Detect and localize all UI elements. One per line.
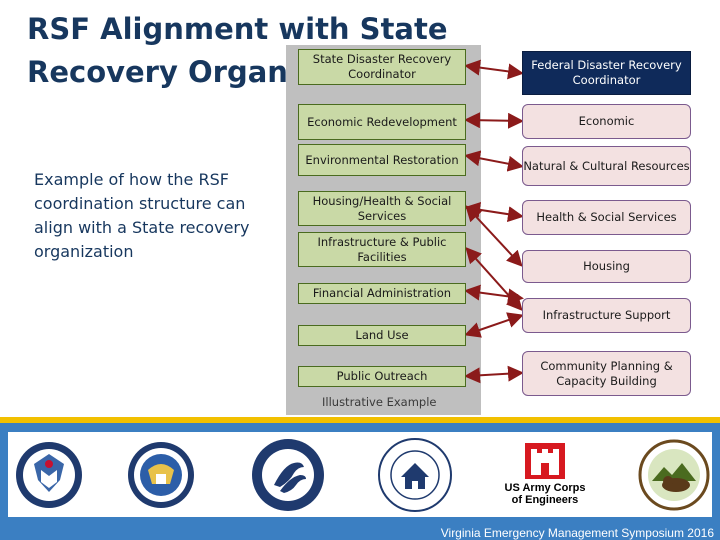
dhs-seal-icon	[8, 432, 90, 517]
agency-logos-strip: US Army Corps of Engineers	[8, 432, 712, 517]
environmental-restoration-box: Environmental Restoration	[298, 144, 466, 176]
illustrative-example-label: Illustrative Example	[322, 395, 437, 409]
usace-line2: of Engineers	[511, 494, 579, 506]
federal-community-planning-box: Community Planning & Capacity Building	[522, 351, 691, 396]
federal-infrastructure-support-box: Infrastructure Support	[522, 298, 691, 333]
arrow-financial	[464, 284, 524, 305]
arrow-community-planning	[464, 365, 524, 384]
arrow-economic	[464, 112, 524, 129]
arrow-infrastructure	[465, 247, 523, 311]
housing-health-social-box: Housing/Health & Social Services	[298, 191, 466, 226]
footer-caption: Virginia Emergency Management Symposium …	[440, 526, 714, 540]
arrow-health-social	[464, 201, 524, 223]
federal-natural-cultural-box: Natural & Cultural Resources	[522, 146, 691, 186]
federal-coordinator-box: Federal Disaster Recovery Coordinator	[522, 51, 691, 95]
slide-subtitle: Example of how the RSF coordination stru…	[34, 170, 250, 261]
usace-line1: US Army Corps	[504, 482, 586, 494]
hud-seal-icon	[370, 432, 460, 517]
federal-housing-box: Housing	[522, 250, 691, 283]
financial-administration-box: Financial Administration	[298, 283, 466, 304]
public-outreach-box: Public Outreach	[298, 366, 466, 387]
interior-seal-icon	[636, 432, 712, 517]
arrow-land-use	[464, 312, 524, 338]
land-use-box: Land Use	[298, 325, 466, 346]
commerce-seal-icon	[120, 432, 202, 517]
state-coordinator-box: State Disaster Recovery Coordinator	[298, 49, 466, 85]
economic-redevelopment-box: Economic Redevelopment	[298, 104, 466, 140]
arrow-housing	[465, 205, 523, 267]
arrow-coordinators	[464, 59, 524, 80]
footer-accent-band	[0, 417, 720, 423]
arrow-environmental	[464, 150, 524, 172]
usace-logo-icon: US Army Corps of Engineers	[486, 432, 604, 517]
federal-economic-box: Economic	[522, 104, 691, 139]
federal-health-social-box: Health & Social Services	[522, 200, 691, 235]
infrastructure-public-facilities-box: Infrastructure & Public Facilities	[298, 232, 466, 267]
hhs-seal-icon	[243, 432, 333, 517]
